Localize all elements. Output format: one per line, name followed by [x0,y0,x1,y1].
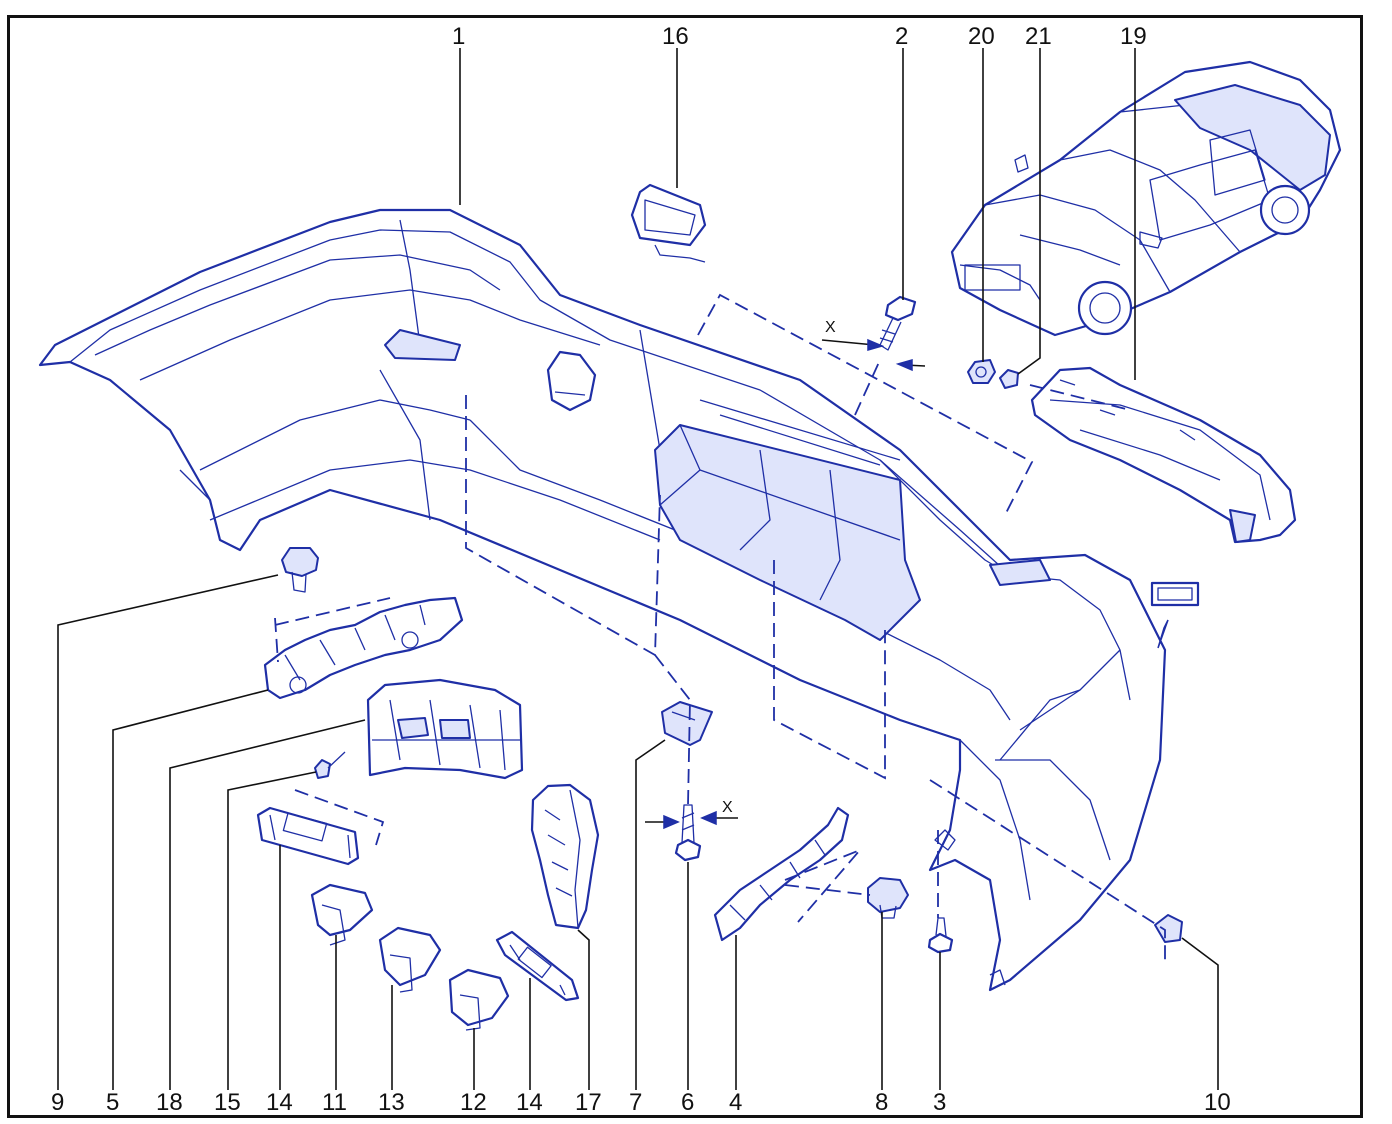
callout-16: 16 [662,23,689,50]
top-callouts: 1 16 2 20 21 19 [452,23,1147,50]
part-13-clip [378,926,442,993]
part-2-screw [879,295,917,351]
part-10-label-plate [1150,581,1200,649]
part-11-clip [310,883,374,946]
assembly-dashed-lines [274,293,1166,965]
callout-4: 4 [729,1089,742,1116]
callout-17: 17 [575,1089,602,1116]
callout-3: 3 [933,1089,946,1116]
callout-9: 9 [51,1089,64,1116]
callout-14-left: 14 [266,1089,293,1116]
callout-15: 15 [214,1089,241,1116]
part-18-bracket-block [366,678,524,780]
callout-6: 6 [681,1089,694,1116]
bottom-callouts: 9 5 18 15 14 11 13 12 14 17 7 6 4 8 3 10 [51,1089,1231,1116]
callout-7: 7 [629,1089,642,1116]
part-8-push-clip [867,877,909,919]
dimension-x-upper: X [821,319,926,372]
car-illustration [950,60,1342,337]
part-15-rivet [314,751,346,779]
callout-8: 8 [875,1089,888,1116]
part-10-clip [1154,914,1183,943]
callout-12: 12 [460,1089,487,1116]
callout-19: 19 [1120,23,1147,50]
callout-11: 11 [322,1089,347,1116]
part-19-valance [1030,366,1297,544]
part-3-screw [927,917,954,954]
callout-1: 1 [452,23,465,50]
part-14-guide-right [495,930,580,1002]
dimension-x-lower-label: X [722,799,733,816]
callout-18: 18 [156,1089,183,1116]
dimension-x-lower: X [645,799,738,830]
callout-20: 20 [968,23,995,50]
callout-2: 2 [895,23,908,50]
callout-10: 10 [1204,1089,1231,1116]
part-17-side-bracket [530,783,600,930]
part-16-cover [630,183,707,263]
part-14-guide-left [256,806,360,866]
callout-13: 13 [378,1089,405,1116]
part-7-speed-nut [661,701,713,746]
dimension-x-upper-label: X [825,319,836,336]
callout-5: 5 [106,1089,119,1116]
part-9-clip [281,547,319,593]
callout-14-right: 14 [516,1089,543,1116]
part-12-clip [448,968,510,1031]
part-6-screw [674,804,702,862]
part-20-21-grommets [967,359,1019,389]
leader-lines [57,48,1219,1090]
callout-21: 21 [1025,23,1052,50]
part-4-bracket [713,806,850,942]
part-5-bracket [263,596,464,700]
rear-bumper-cover [38,208,1167,992]
